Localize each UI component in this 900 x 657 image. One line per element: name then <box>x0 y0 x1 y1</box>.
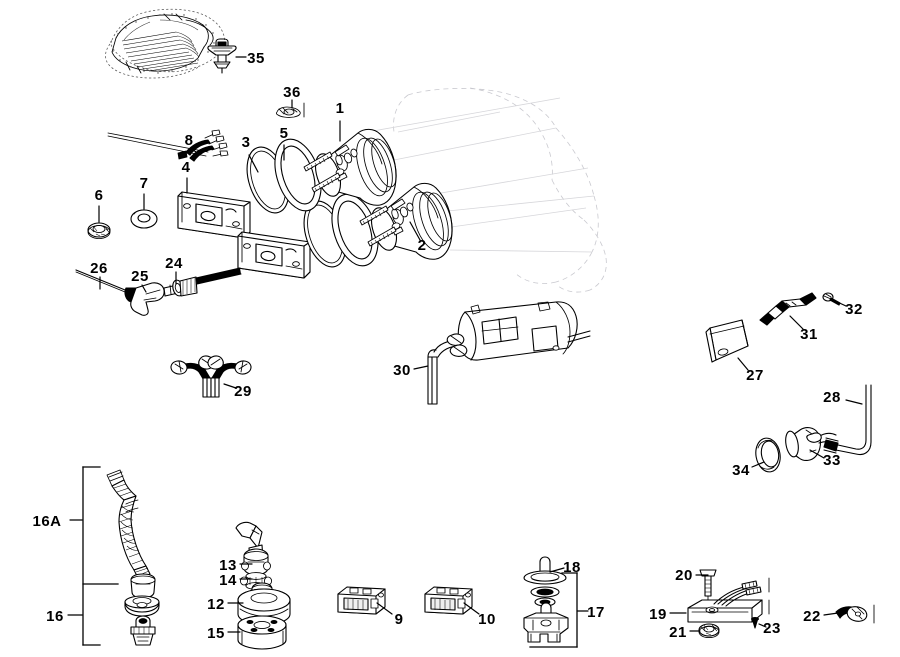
part-32-small-screw <box>822 292 841 306</box>
callout-number-29: 29 <box>234 383 252 400</box>
instrument-cluster-panel-dotted <box>105 8 225 79</box>
callout-number-2: 2 <box>418 237 427 254</box>
callout-number-23: 23 <box>763 620 781 637</box>
callout-number-35: 35 <box>247 50 265 67</box>
callout-numbers: 1 2 3 4 5 6 7 8 9 10 12 13 14 15 16 16A … <box>32 50 862 642</box>
callout-number-16: 16 <box>46 608 64 625</box>
callout-number-25: 25 <box>131 268 149 285</box>
callout-number-16A: 16A <box>32 513 61 530</box>
callout-number-12: 12 <box>207 596 225 613</box>
part-23-ground-terminal <box>751 617 759 629</box>
callout-number-28: 28 <box>823 389 841 406</box>
bracket-16-group <box>82 466 119 646</box>
part-29-wire-clip-pair <box>170 355 252 398</box>
callout-number-26: 26 <box>90 260 108 277</box>
part-19-relay-base-plate <box>687 577 770 623</box>
callout-number-5: 5 <box>280 125 289 142</box>
part-12-switch-body <box>237 582 291 626</box>
part-16-ignition-cable-lower <box>124 565 160 646</box>
part-24-cable-ferrule <box>172 267 242 297</box>
callout-number-3: 3 <box>242 134 251 151</box>
gauge-studs-lower <box>359 205 397 247</box>
part-6-lock-washer <box>87 222 111 239</box>
part-4-mounting-bracket-upper <box>177 191 251 239</box>
callout-number-33: 33 <box>823 452 841 469</box>
callout-number-30: 30 <box>393 362 411 379</box>
callout-number-6: 6 <box>95 187 104 204</box>
callout-number-8: 8 <box>185 132 194 149</box>
part-22-terminal-connector <box>835 604 875 624</box>
callout-number-18: 18 <box>563 559 581 576</box>
callout-number-17: 17 <box>587 604 605 621</box>
callout-number-32: 32 <box>845 301 863 318</box>
callout-number-9: 9 <box>395 611 404 628</box>
part-21-flat-washer <box>698 623 720 639</box>
callout-number-22: 22 <box>803 608 821 625</box>
part-36-bulb-socket-clip <box>275 102 305 118</box>
part-10-connector-right <box>424 586 473 615</box>
callout-number-19: 19 <box>649 606 667 623</box>
part-18-toggle-cap <box>523 556 567 585</box>
part-34-socket-bezel-ring <box>755 437 781 473</box>
callout-number-27: 27 <box>746 367 764 384</box>
callout-number-14: 14 <box>219 572 237 589</box>
part-33-socket-body <box>785 427 837 461</box>
part-15-switch-base-plate <box>237 615 287 650</box>
callout-leaders <box>67 56 863 633</box>
callout-number-10: 10 <box>478 611 496 628</box>
callout-number-15: 15 <box>207 625 225 642</box>
callout-number-20: 20 <box>675 567 693 584</box>
part-31-sensor-probe <box>759 292 817 326</box>
part-20-mounting-screw <box>699 569 717 607</box>
part-13-switch-lever-cap <box>235 521 271 576</box>
callout-number-4: 4 <box>182 159 191 176</box>
part-28-wire-lead <box>823 384 872 456</box>
callout-number-1: 1 <box>336 100 345 117</box>
part-5-gasket-lower <box>331 193 379 267</box>
part-16A-ignition-cable-upper <box>106 469 147 571</box>
part-17-toggle-switch-assembly <box>523 586 569 643</box>
callout-number-7: 7 <box>140 175 149 192</box>
callout-number-36: 36 <box>283 84 301 101</box>
part-1-speedometer-gauge <box>303 128 397 206</box>
part-35-retainer-clip <box>207 38 237 74</box>
callout-number-34: 34 <box>732 462 750 479</box>
part-25-spark-plug-boot <box>124 282 188 316</box>
part-30-dome-lamp-assembly <box>427 301 591 405</box>
part-2-tachometer-gauge <box>359 182 453 260</box>
part-5-gasket-upper <box>274 138 322 212</box>
bracket-17-group <box>529 572 578 648</box>
callout-number-31: 31 <box>800 326 818 343</box>
part-26-antenna-wire <box>75 269 131 295</box>
part-27-mounting-bracket <box>705 319 749 363</box>
part-8-wiring-harness <box>107 129 229 162</box>
part-7-grommet <box>130 209 158 229</box>
gauge-studs-upper <box>303 151 341 193</box>
part-9-connector-left <box>337 586 386 615</box>
part-4-mounting-bracket-lower <box>237 231 311 279</box>
callout-number-24: 24 <box>165 255 183 272</box>
callout-number-21: 21 <box>669 624 687 641</box>
callout-number-13: 13 <box>219 557 237 574</box>
